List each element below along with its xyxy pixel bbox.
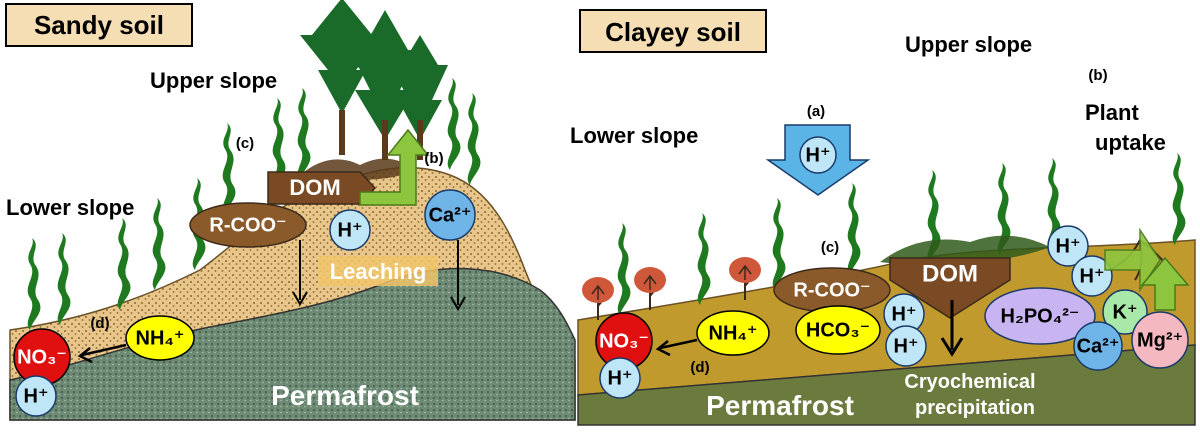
sandy-no3-label: NO₃⁻ xyxy=(17,346,67,368)
sandy-tag-c: (c) xyxy=(236,135,254,152)
sandy-nh4-ion xyxy=(125,315,195,361)
clayey-rcoo-label: R-COO⁻ xyxy=(793,279,870,301)
clayey-title-box xyxy=(579,9,767,53)
sandy-h-label: H⁺ xyxy=(338,219,363,241)
clay-permafrost-layer xyxy=(577,344,1196,426)
clayey-h-ion-rain xyxy=(799,136,837,174)
clayey-h-ion-4 xyxy=(1071,255,1113,297)
clayey-dom-label: DOM xyxy=(922,260,978,287)
clayey-tag-b: (b) xyxy=(1088,67,1107,84)
sandy-ca-ion xyxy=(424,189,476,241)
sandy-dom-label: DOM xyxy=(289,175,340,200)
clayey-plant-1: Plant xyxy=(1085,100,1139,125)
clayey-h-ion-2 xyxy=(885,325,927,367)
clayey-h-label-2: H⁺ xyxy=(894,335,919,357)
clayey-h-label-3: H⁺ xyxy=(1056,235,1081,257)
clayey-title: Clayey soil xyxy=(605,17,741,47)
sandy-upper-slope: Upper slope xyxy=(150,68,277,93)
clayey-h-label-4: H⁺ xyxy=(1080,265,1105,287)
clayey-h-label-1: H⁺ xyxy=(892,303,917,325)
clayey-nitrify-arrow xyxy=(655,338,698,357)
clayey-h2po4-ion xyxy=(984,287,1096,345)
clayey-h-label-5: H⁺ xyxy=(608,367,633,389)
clayey-dom-arrow xyxy=(889,257,1011,319)
sandy-rcoo-ellipse xyxy=(189,202,307,248)
clayey-cryo-1: Cryochemical xyxy=(904,371,1035,393)
sandy-leach-arrow-1 xyxy=(292,240,308,306)
sandy-nh4-label: NH₄⁺ xyxy=(136,327,185,349)
clayey-h-ion-5 xyxy=(599,357,641,399)
clayey-ca-ion xyxy=(1073,321,1123,371)
sandy-permafrost-label: Permafrost xyxy=(271,380,419,411)
sandy-lower-slope: Lower slope xyxy=(6,195,134,220)
clayey-hco3-label: HCO₃⁻ xyxy=(806,319,870,341)
sandy-tag-d: (d) xyxy=(90,315,109,332)
clayey-tag-c: (c) xyxy=(821,239,839,256)
clayey-mg-label: Mg²⁺ xyxy=(1137,329,1183,351)
clayey-nh4-ion xyxy=(696,310,770,356)
sandy-nitrify-arrow xyxy=(77,343,127,364)
clayey-h-ion-3 xyxy=(1047,225,1089,267)
clayey-cryo-2: precipitation xyxy=(915,397,1035,419)
clayey-lower-slope: Lower slope xyxy=(570,123,698,148)
sandy-soil-panel: Sandy soil Upper slope Lower slope Perma… xyxy=(5,0,576,421)
clayey-mg-ion xyxy=(1131,311,1189,369)
clayey-uptake-arrow-2 xyxy=(1140,256,1190,311)
sandy-h-ion xyxy=(329,209,371,251)
clayey-plant-2: uptake xyxy=(1095,130,1166,155)
sandy-uptake-arrow xyxy=(359,128,430,206)
clayey-soil-panel: Clayey soil Upper slope Lower slope (b) … xyxy=(570,9,1196,426)
clayey-tag-a: (a) xyxy=(807,103,825,120)
sandy-title-box xyxy=(5,3,193,47)
clayey-permafrost-label: Permafrost xyxy=(706,390,854,421)
clayey-h2po4-label: H₂PO₄²⁻ xyxy=(1001,305,1080,327)
sandy-rcoo-label: R-COO⁻ xyxy=(209,214,286,236)
sandy-title: Sandy soil xyxy=(34,10,164,40)
sandy-h-ion-2 xyxy=(15,375,57,417)
clayey-h-label-rain: H⁺ xyxy=(806,144,831,166)
sandy-h-label-2: H⁺ xyxy=(24,385,49,407)
conifer-trees xyxy=(300,0,448,160)
permafrost-layer xyxy=(9,267,576,421)
clayey-k-label: K⁺ xyxy=(1113,301,1138,323)
clayey-no3-label: NO₃⁻ xyxy=(599,330,649,352)
clayey-upper-slope: Upper slope xyxy=(905,32,1032,57)
sandy-tag-b: (b) xyxy=(424,150,443,167)
leaching-box xyxy=(318,256,438,286)
clayey-ca-label: Ca²⁺ xyxy=(1077,335,1120,357)
clayey-nh4-label: NH₄⁺ xyxy=(709,322,758,344)
clayey-k-ion xyxy=(1102,289,1148,335)
sandy-leach-arrow-2 xyxy=(450,240,466,311)
clayey-hco3-ion xyxy=(795,305,881,355)
sandy-ca-label: Ca²⁺ xyxy=(429,204,472,226)
leaching-label: Leaching xyxy=(330,259,427,284)
clayey-tag-d: (d) xyxy=(690,359,709,376)
clayey-precip-arrow xyxy=(940,300,964,357)
